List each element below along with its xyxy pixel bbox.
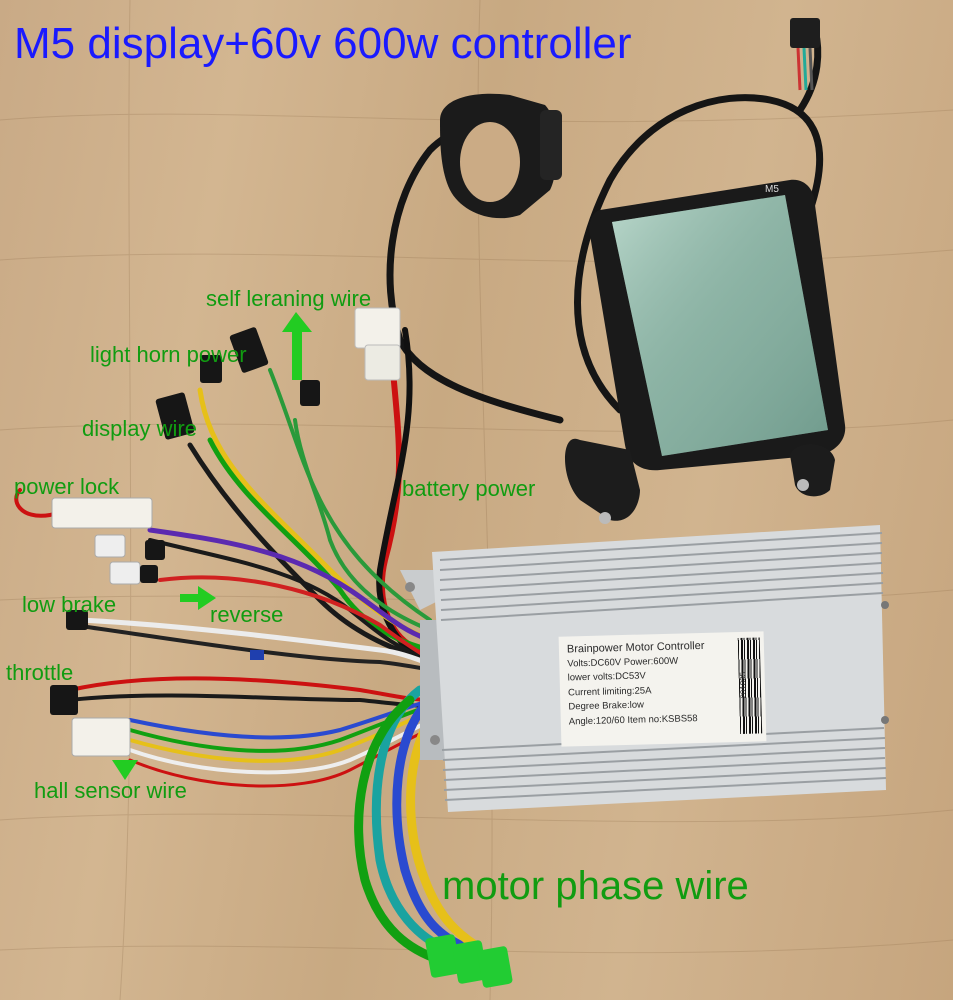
page-title: M5 display+60v 600w controller <box>14 19 632 68</box>
display-connector <box>790 18 820 48</box>
label-display-wire: display wire <box>82 416 197 441</box>
arrow-right-icon <box>180 586 216 610</box>
arrow-up-icon <box>282 312 312 380</box>
label-light-horn-power: light horn power <box>90 342 247 367</box>
label-throttle: throttle <box>6 660 74 685</box>
connector-tail-wires <box>796 47 814 91</box>
controller-label-plate: Brainpower Motor Controller Volts:DC60V … <box>558 631 767 747</box>
phase-wires <box>354 685 480 965</box>
m5-display-unit: M5 <box>565 179 846 524</box>
label-power-lock: power lock <box>14 474 120 499</box>
label-low-brake: low brake <box>22 592 117 617</box>
arrow-down-icon <box>112 760 138 780</box>
barcode-number: 201805 <box>738 671 749 699</box>
display-brand-text: M5 <box>765 184 779 195</box>
connectors <box>50 307 401 757</box>
label-self-learning-wire: self leraning wire <box>206 286 372 311</box>
label-battery-power: battery power <box>402 476 536 501</box>
label-reverse: reverse <box>210 602 284 627</box>
phase-terminals <box>425 934 513 988</box>
handlebar-clamp <box>440 93 562 219</box>
label-hall-sensor-wire: hall sensor wire <box>34 778 187 803</box>
label-motor-phase-wire: motor phase wire <box>442 864 749 908</box>
annotation-arrows <box>112 312 312 780</box>
